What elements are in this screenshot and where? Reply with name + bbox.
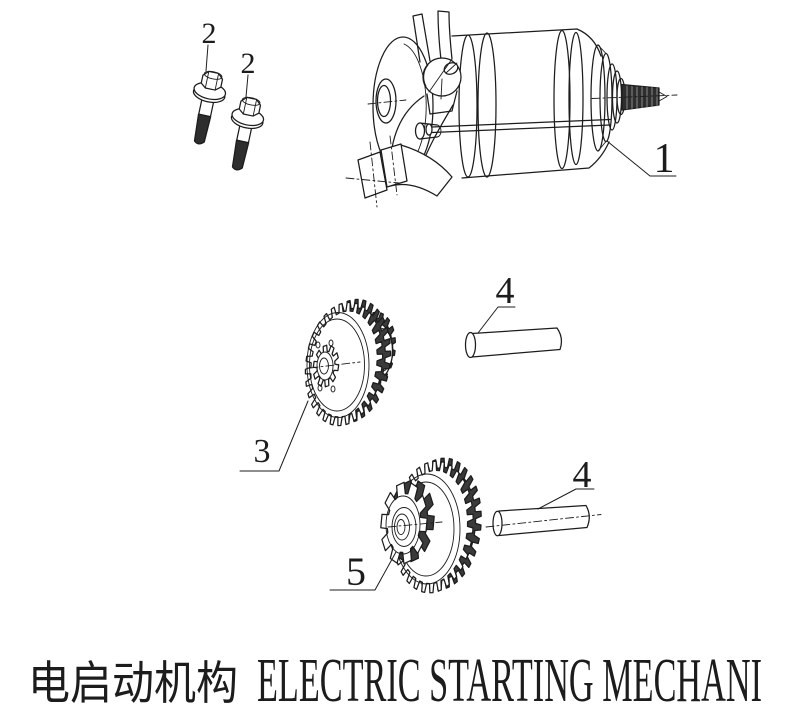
callout-5: 5 (346, 549, 366, 594)
callout-4a: 4 (496, 270, 515, 312)
motor-terminal (422, 57, 462, 115)
motor-strap (391, 95, 425, 149)
mounting-lug (380, 143, 408, 188)
motor-axis-centerline (591, 94, 678, 99)
caption-english: ELECTRIC STARTING MECHANI (257, 647, 762, 712)
tie-rod (425, 118, 611, 136)
caption: 电启动机构 ELECTRIC STARTING MECHANI (28, 647, 762, 712)
mounting-foot (389, 144, 453, 197)
callouts: 1 2 2 3 4 4 5 (202, 17, 677, 594)
starter-driven-gear-drawing (304, 298, 397, 427)
flange-bolt-drawing (192, 70, 227, 145)
leader-5 (329, 551, 397, 591)
caption-chinese: 电启动机构 (28, 658, 238, 709)
flange-bolt-drawing (230, 96, 265, 171)
motor-cables (412, 10, 453, 63)
leader-3 (239, 400, 309, 472)
leader-4a (477, 306, 516, 334)
gear-shaft-pin-drawing (485, 504, 602, 537)
motor-body-top (451, 28, 602, 57)
mounting-lug (357, 151, 388, 199)
leader-2a (205, 44, 209, 72)
callout-3: 3 (254, 433, 271, 470)
leader-4b (537, 488, 595, 510)
leader-1 (606, 140, 677, 177)
starter-motor-drawing (345, 10, 678, 208)
double-reduction-gear-drawing (380, 457, 482, 594)
gear-shaft-pin-drawing (464, 327, 563, 359)
callout-1: 1 (654, 136, 675, 182)
spline-shaft (621, 83, 660, 111)
motor-body-bottom (461, 141, 610, 179)
leader-2b (245, 74, 249, 98)
callout-4b: 4 (573, 454, 592, 496)
callout-2b: 2 (241, 47, 256, 80)
callout-2a: 2 (202, 17, 217, 50)
